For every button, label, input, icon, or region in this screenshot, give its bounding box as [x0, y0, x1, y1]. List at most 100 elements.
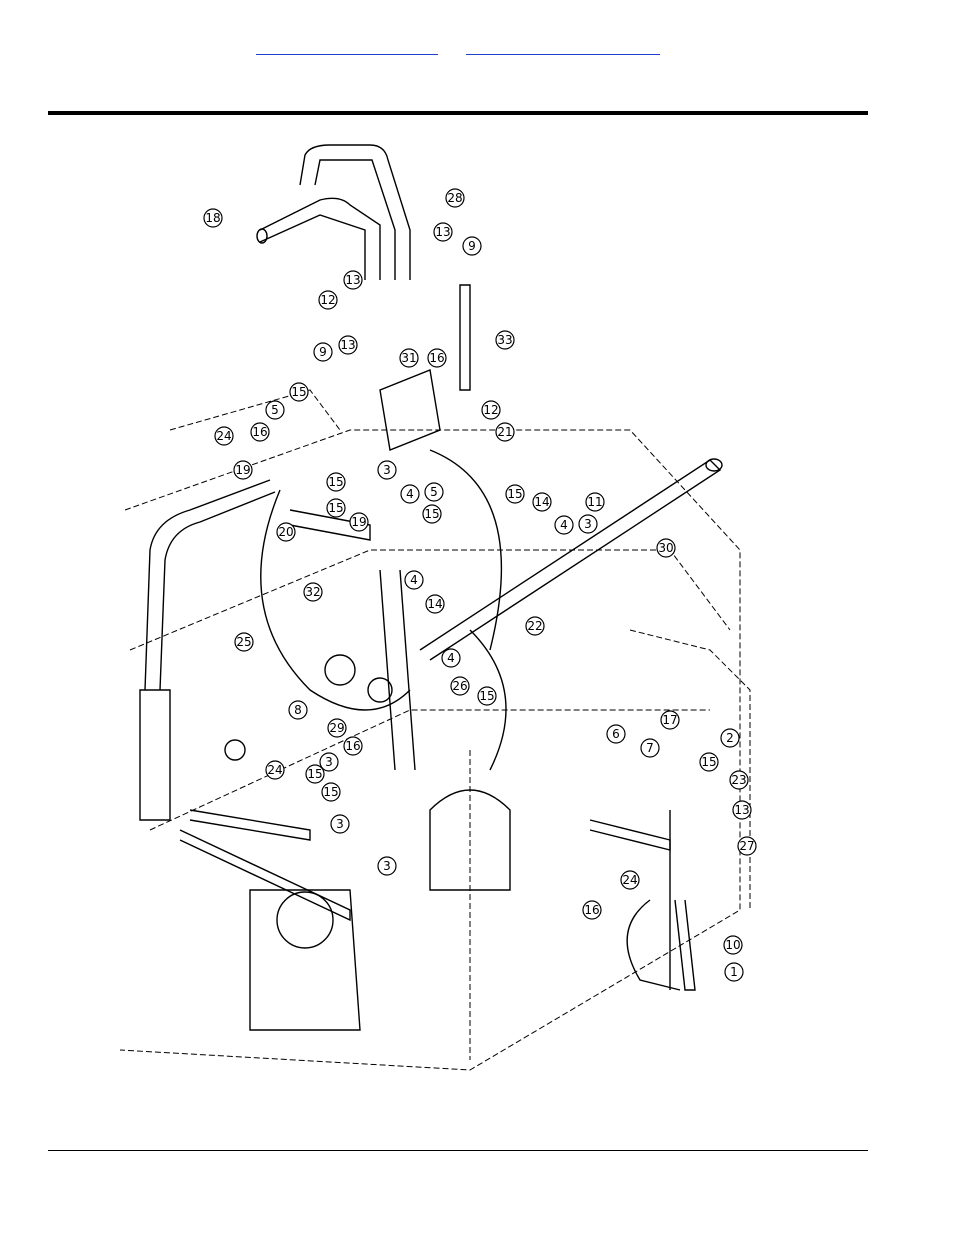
callout-12: 12: [481, 400, 501, 420]
callout-12: 12: [318, 290, 338, 310]
callout-circle: [377, 460, 397, 480]
callout-circle: [699, 752, 719, 772]
callout-24: 24: [265, 760, 285, 780]
callout-11: 11: [585, 492, 605, 512]
callout-13: 13: [338, 335, 358, 355]
callout-number: 5: [430, 485, 438, 499]
callout-4: 4: [404, 570, 424, 590]
callout-circle: [265, 400, 285, 420]
callout-4: 4: [400, 484, 420, 504]
callout-circle: [656, 538, 676, 558]
callout-number: 9: [319, 345, 327, 359]
callout-27: 27: [737, 836, 757, 856]
callout-number: 15: [479, 689, 494, 703]
callout-30: 30: [656, 538, 676, 558]
callout-circle: [327, 718, 347, 738]
callout-number: 33: [497, 333, 512, 347]
callout-number: 15: [701, 755, 716, 769]
callout-circle: [505, 484, 525, 504]
callout-22: 22: [525, 616, 545, 636]
callout-circle: [425, 594, 445, 614]
callout-number: 12: [483, 403, 498, 417]
callout-circle: [265, 760, 285, 780]
callout-circle: [288, 700, 308, 720]
callout-32: 32: [303, 582, 323, 602]
callout-number: 17: [662, 713, 677, 727]
callout-20: 20: [276, 522, 296, 542]
callout-number: 16: [429, 351, 444, 365]
callout-number: 3: [325, 755, 333, 769]
callout-number: 13: [435, 225, 450, 239]
callout-circle: [319, 752, 339, 772]
callout-circle: [585, 492, 605, 512]
header-rule: [48, 111, 868, 115]
callout-33: 33: [495, 330, 515, 350]
callout-14: 14: [532, 492, 552, 512]
callout-15: 15: [422, 504, 442, 524]
callout-circle: [427, 348, 447, 368]
callout-number: 3: [336, 817, 344, 831]
callout-number: 4: [406, 487, 414, 501]
callout-circle: [462, 236, 482, 256]
callout-circle: [399, 348, 419, 368]
callout-16: 16: [343, 736, 363, 756]
callout-circle: [554, 515, 574, 535]
callout-circle: [234, 632, 254, 652]
callout-circle: [620, 870, 640, 890]
callout-circle: [606, 724, 626, 744]
callout-9: 9: [313, 342, 333, 362]
callout-circle: [422, 504, 442, 524]
callout-circle: [441, 648, 461, 668]
callout-circle: [343, 736, 363, 756]
callout-number: 16: [584, 903, 599, 917]
callout-number: 4: [410, 573, 418, 587]
callout-16: 16: [427, 348, 447, 368]
callout-circle: [321, 782, 341, 802]
callout-number: 28: [447, 191, 462, 205]
callout-number: 29: [329, 721, 344, 735]
callout-circle: [433, 222, 453, 242]
callout-5: 5: [265, 400, 285, 420]
callout-number: 3: [383, 463, 391, 477]
callout-number: 2: [726, 731, 734, 745]
callout-number: 9: [468, 239, 476, 253]
callout-24: 24: [620, 870, 640, 890]
callout-number: 19: [351, 515, 366, 529]
callout-number: 13: [345, 273, 360, 287]
callout-circle: [404, 570, 424, 590]
callout-3: 3: [319, 752, 339, 772]
nav-link-1[interactable]: [256, 40, 438, 55]
callout-15: 15: [305, 764, 325, 784]
callout-circle: [377, 856, 397, 876]
callout-number: 27: [739, 839, 754, 853]
callout-circle: [495, 330, 515, 350]
callout-number: 14: [427, 597, 442, 611]
callout-15: 15: [326, 472, 346, 492]
callout-number: 24: [267, 763, 282, 777]
callout-circle: [732, 800, 752, 820]
callout-24: 24: [214, 426, 234, 446]
callout-17: 17: [660, 710, 680, 730]
callout-circle: [525, 616, 545, 636]
callout-5: 5: [424, 482, 444, 502]
callout-15: 15: [505, 484, 525, 504]
callout-circle: [729, 770, 749, 790]
callout-number: 18: [205, 211, 220, 225]
callout-circle: [450, 676, 470, 696]
callout-number: 24: [216, 429, 231, 443]
nav-link-2[interactable]: [466, 40, 660, 55]
callout-circle: [724, 962, 744, 982]
callout-circle: [303, 582, 323, 602]
callout-10: 10: [723, 935, 743, 955]
callout-number: 13: [340, 338, 355, 352]
callout-number: 23: [731, 773, 746, 787]
callout-14: 14: [425, 594, 445, 614]
callout-number: 24: [622, 873, 637, 887]
callout-number: 15: [291, 385, 306, 399]
callout-number: 6: [612, 727, 620, 741]
callout-number: 21: [497, 425, 512, 439]
callout-15: 15: [477, 686, 497, 706]
callout-number: 1: [730, 965, 738, 979]
callout-number: 25: [236, 635, 251, 649]
